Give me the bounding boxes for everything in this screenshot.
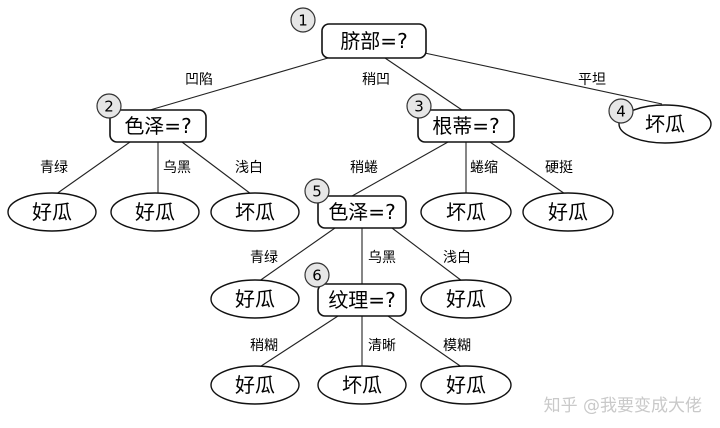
svg-text:1: 1	[298, 12, 308, 30]
svg-text:5: 5	[312, 183, 322, 201]
leaf-label: 坏瓜	[235, 200, 275, 224]
edge-line	[149, 57, 329, 111]
leaf-label: 坏瓜	[446, 200, 486, 224]
leaf-node: 好瓜	[110, 192, 200, 232]
leaf-node: 好瓜	[210, 365, 300, 405]
node-number-badge: 5	[304, 178, 330, 204]
edge-label: 稍蜷	[350, 160, 378, 176]
decision-node: 纹理=?	[317, 283, 407, 317]
svg-text:3: 3	[414, 98, 424, 116]
leaf-label: 好瓜	[32, 200, 72, 224]
node-number-badge: 1	[290, 7, 316, 33]
leaf-node: 坏瓜	[210, 192, 300, 232]
edge-line	[489, 141, 569, 197]
node-label: 色泽=?	[124, 114, 191, 138]
leaf-label: 好瓜	[446, 287, 486, 311]
leaf-label: 好瓜	[446, 373, 486, 397]
node-label: 脐部=?	[340, 29, 407, 53]
leaf-label: 好瓜	[235, 373, 275, 397]
leaf-node: 坏瓜	[317, 365, 407, 405]
node-number-badge: 3	[406, 93, 432, 119]
node-label: 根蒂=?	[432, 114, 499, 138]
edge-line	[387, 315, 467, 371]
leaf-label: 好瓜	[135, 200, 175, 224]
edge-label: 青绿	[40, 160, 68, 176]
svg-text:6: 6	[312, 267, 322, 285]
svg-text:4: 4	[616, 103, 626, 121]
watermark: 知乎 @我要变成大佬	[543, 396, 702, 416]
leaf-label: 好瓜	[548, 200, 588, 224]
leaf-node: 好瓜	[210, 279, 300, 319]
leaf-node: 坏瓜	[618, 104, 712, 144]
tree-edges	[51, 51, 663, 371]
node-number-badge: 6	[304, 262, 330, 288]
decision-node: 色泽=?	[317, 195, 407, 229]
node-number-badge: 4	[608, 98, 634, 124]
node-label: 色泽=?	[328, 200, 395, 224]
leaf-label: 坏瓜	[342, 373, 382, 397]
node-number-badge: 2	[96, 93, 122, 119]
decision-node: 脐部=?	[321, 23, 427, 59]
leaf-node: 好瓜	[7, 192, 97, 232]
edge-line	[254, 227, 336, 285]
decision-node: 色泽=?	[109, 109, 207, 143]
node-label: 纹理=?	[328, 288, 395, 312]
decision-node: 根蒂=?	[417, 109, 515, 143]
leaf-node: 好瓜	[522, 192, 614, 232]
edge-label: 乌黑	[163, 160, 191, 176]
edge-line	[51, 141, 131, 198]
edge-line	[419, 51, 663, 105]
edge-label: 模糊	[443, 338, 471, 354]
edge-label: 稍糊	[250, 338, 278, 354]
edge-label: 浅白	[443, 250, 471, 266]
edge-line	[391, 227, 467, 285]
leaf-label: 好瓜	[235, 287, 275, 311]
edge-line	[181, 141, 256, 198]
edge-label: 清晰	[368, 338, 396, 354]
edge-label: 蜷缩	[470, 160, 498, 176]
edge-line	[254, 315, 339, 371]
svg-text:2: 2	[104, 98, 114, 116]
edge-label: 硬挺	[545, 160, 573, 176]
leaf-node: 好瓜	[420, 279, 512, 319]
leaf-node: 坏瓜	[420, 192, 512, 232]
edge-line	[344, 141, 449, 201]
edge-labels: 凹陷 稍凹 平坦 青绿 乌黑 浅白 稍蜷 蜷缩 硬挺 青绿 乌黑 浅白 稍糊 清…	[40, 72, 606, 354]
leaf-node: 好瓜	[420, 365, 512, 405]
edge-line	[384, 57, 463, 111]
leaf-label: 坏瓜	[645, 112, 685, 136]
edge-label: 乌黑	[368, 250, 396, 266]
edge-label: 平坦	[578, 72, 606, 88]
edge-label: 青绿	[250, 250, 278, 266]
edge-label: 稍凹	[362, 72, 390, 88]
edge-label: 凹陷	[185, 72, 213, 88]
edge-label: 浅白	[235, 160, 263, 176]
